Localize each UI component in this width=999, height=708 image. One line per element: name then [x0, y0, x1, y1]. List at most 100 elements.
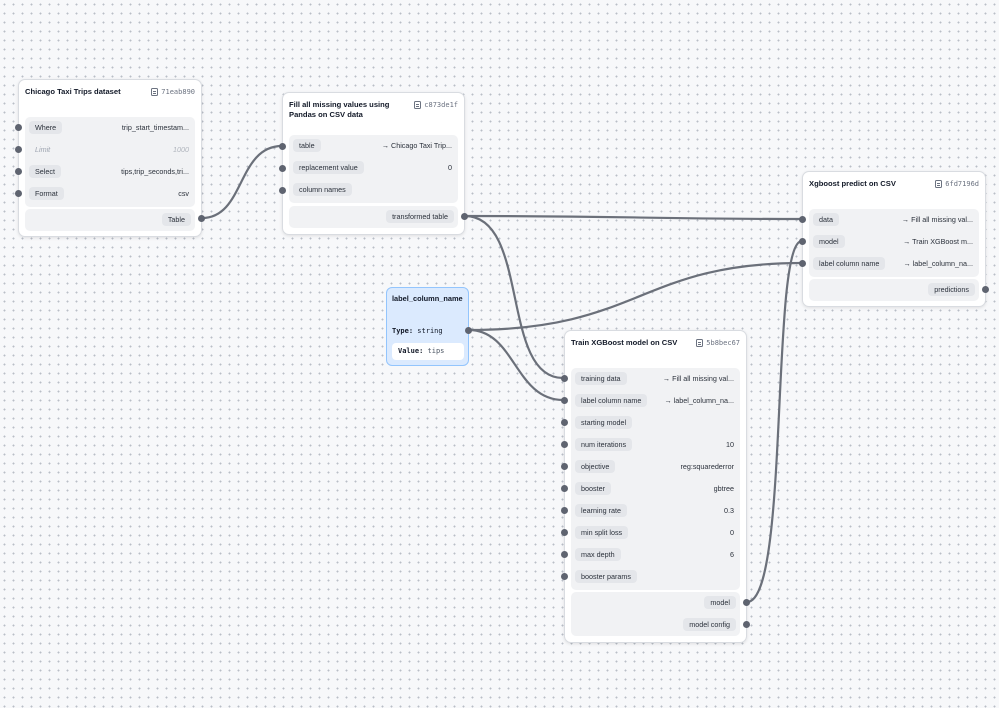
input-row-learning-rate[interactable]: learning rate 0.3	[571, 500, 740, 522]
input-value[interactable]: 0	[448, 163, 452, 172]
input-handle-objective[interactable]	[561, 463, 568, 470]
input-row-format[interactable]: Format csv	[25, 183, 195, 205]
node-id[interactable]: c873de1f	[414, 101, 458, 109]
input-handle-column-names[interactable]	[279, 187, 286, 194]
input-row-where[interactable]: Where trip_start_timestam...	[25, 117, 195, 139]
param-type-label: Type:	[392, 327, 414, 335]
input-handle-num-iterations[interactable]	[561, 441, 568, 448]
node-id-text: 71eab890	[161, 88, 195, 96]
input-handle-format[interactable]	[15, 190, 22, 197]
input-value[interactable]: → label_column_na...	[903, 259, 973, 268]
input-label: label column name	[575, 394, 648, 407]
input-row-select[interactable]: Select tips,trip_seconds,tri...	[25, 161, 195, 183]
outputs-panel: model model config	[571, 592, 740, 636]
input-row-booster[interactable]: booster gbtree	[571, 478, 740, 500]
input-value[interactable]: gbtree	[713, 484, 734, 493]
input-value[interactable]: trip_start_timestam...	[121, 123, 189, 132]
input-value[interactable]: 0.3	[724, 506, 734, 515]
input-handle-learning-rate[interactable]	[561, 507, 568, 514]
input-label: Select	[29, 165, 61, 178]
input-value[interactable]: reg:squarederror	[680, 462, 734, 471]
output-handle-model[interactable]	[743, 599, 750, 606]
input-value[interactable]: csv	[178, 189, 189, 198]
input-value[interactable]: 6	[730, 550, 734, 559]
output-handle-model-config[interactable]	[743, 621, 750, 628]
node-id-text: c873de1f	[424, 101, 458, 109]
input-handle-table[interactable]	[279, 143, 286, 150]
input-handle-min-split-loss[interactable]	[561, 529, 568, 536]
param-value-field[interactable]: Value: tips	[392, 343, 464, 360]
input-row-booster-params[interactable]: booster params	[571, 566, 740, 588]
input-label: column names	[293, 183, 352, 196]
node-title: Chicago Taxi Trips dataset	[25, 87, 121, 96]
input-value[interactable]: → Chicago Taxi Trip...	[381, 141, 452, 150]
output-handle-transformed-table[interactable]	[461, 213, 468, 220]
node-param-label-column-name[interactable]: label_column_name Type: string Value: ti…	[386, 287, 472, 366]
input-handle-replacement-value[interactable]	[279, 165, 286, 172]
edge-param-to-train-label	[468, 328, 564, 402]
input-label: replacement value	[293, 161, 364, 174]
edge-fill-to-predict-data	[464, 214, 803, 221]
output-handle-param[interactable]	[465, 327, 472, 334]
node-train-xgboost[interactable]: Train XGBoost model on CSV 5b8bec67 trai…	[561, 330, 750, 643]
input-row-starting-model[interactable]: starting model	[571, 412, 740, 434]
param-type-value: string	[417, 327, 443, 335]
input-value[interactable]: → Fill all missing val...	[662, 374, 734, 383]
param-title: label_column_name	[392, 294, 463, 303]
output-handle-table[interactable]	[198, 215, 205, 222]
input-row-num-iterations[interactable]: num iterations 10	[571, 434, 740, 456]
input-row-column-names[interactable]: column names	[289, 179, 458, 201]
input-value[interactable]: 0	[730, 528, 734, 537]
input-row-objective[interactable]: objective reg:squarederror	[571, 456, 740, 478]
input-row-table[interactable]: table → Chicago Taxi Trip...	[289, 135, 458, 157]
outputs-panel: predictions	[809, 279, 979, 301]
input-label: label column name	[813, 257, 886, 270]
input-row-label-column-name[interactable]: label column name → label_column_na...	[809, 253, 979, 275]
node-id[interactable]: 5b8bec67	[696, 339, 740, 347]
input-label: Where	[29, 121, 63, 134]
input-handle-select[interactable]	[15, 168, 22, 175]
input-handle-booster[interactable]	[561, 485, 568, 492]
param-value-text[interactable]: tips	[427, 347, 445, 355]
input-row-data[interactable]: data → Fill all missing val...	[809, 209, 979, 231]
input-handle-data[interactable]	[799, 216, 806, 223]
output-predictions: predictions	[928, 283, 975, 296]
input-row-training-data[interactable]: training data → Fill all missing val...	[571, 368, 740, 390]
input-handle-max-depth[interactable]	[561, 551, 568, 558]
input-row-max-depth[interactable]: max depth 6	[571, 544, 740, 566]
input-handle-model[interactable]	[799, 238, 806, 245]
input-value[interactable]: → label_column_na...	[664, 396, 734, 405]
output-model: model	[704, 596, 736, 609]
node-id-text: 6fd7196d	[945, 180, 979, 188]
input-handle-booster-params[interactable]	[561, 573, 568, 580]
node-id[interactable]: 71eab890	[151, 88, 195, 96]
node-chicago-taxi-dataset[interactable]: Chicago Taxi Trips dataset 71eab890 Wher…	[15, 79, 205, 237]
document-icon	[935, 180, 943, 188]
input-row-replacement-value[interactable]: replacement value 0	[289, 157, 458, 179]
node-title: Fill all missing values using Pandas on …	[289, 100, 389, 120]
input-label: objective	[575, 460, 616, 473]
input-handle-limit[interactable]	[15, 146, 22, 153]
output-handle-predictions[interactable]	[982, 286, 989, 293]
node-xgboost-predict[interactable]: Xgboost predict on CSV 6fd7196d data → F…	[799, 171, 989, 307]
input-value[interactable]: → Train XGBoost m...	[903, 237, 973, 246]
input-handle-where[interactable]	[15, 124, 22, 131]
input-row-min-split-loss[interactable]: min split loss 0	[571, 522, 740, 544]
input-row-label-column-name[interactable]: label column name → label_column_na...	[571, 390, 740, 412]
input-value[interactable]: 10	[726, 440, 734, 449]
input-label: table	[293, 139, 321, 152]
node-fill-missing-values[interactable]: Fill all missing values using Pandas on …	[279, 92, 468, 235]
input-row-limit[interactable]: Limit 1000	[25, 139, 195, 161]
input-handle-training-data[interactable]	[561, 375, 568, 382]
output-model-config: model config	[683, 618, 736, 631]
input-value[interactable]: → Fill all missing val...	[901, 215, 973, 224]
input-handle-label-column-name[interactable]	[561, 397, 568, 404]
input-handle-starting-model[interactable]	[561, 419, 568, 426]
node-id[interactable]: 6fd7196d	[935, 180, 979, 188]
node-header: Chicago Taxi Trips dataset 71eab890	[19, 80, 201, 108]
input-value[interactable]: tips,trip_seconds,tri...	[121, 167, 189, 176]
input-row-model[interactable]: model → Train XGBoost m...	[809, 231, 979, 253]
input-value[interactable]: 1000	[173, 145, 189, 154]
input-handle-label-column-name[interactable]	[799, 260, 806, 267]
input-label: data	[813, 213, 839, 226]
